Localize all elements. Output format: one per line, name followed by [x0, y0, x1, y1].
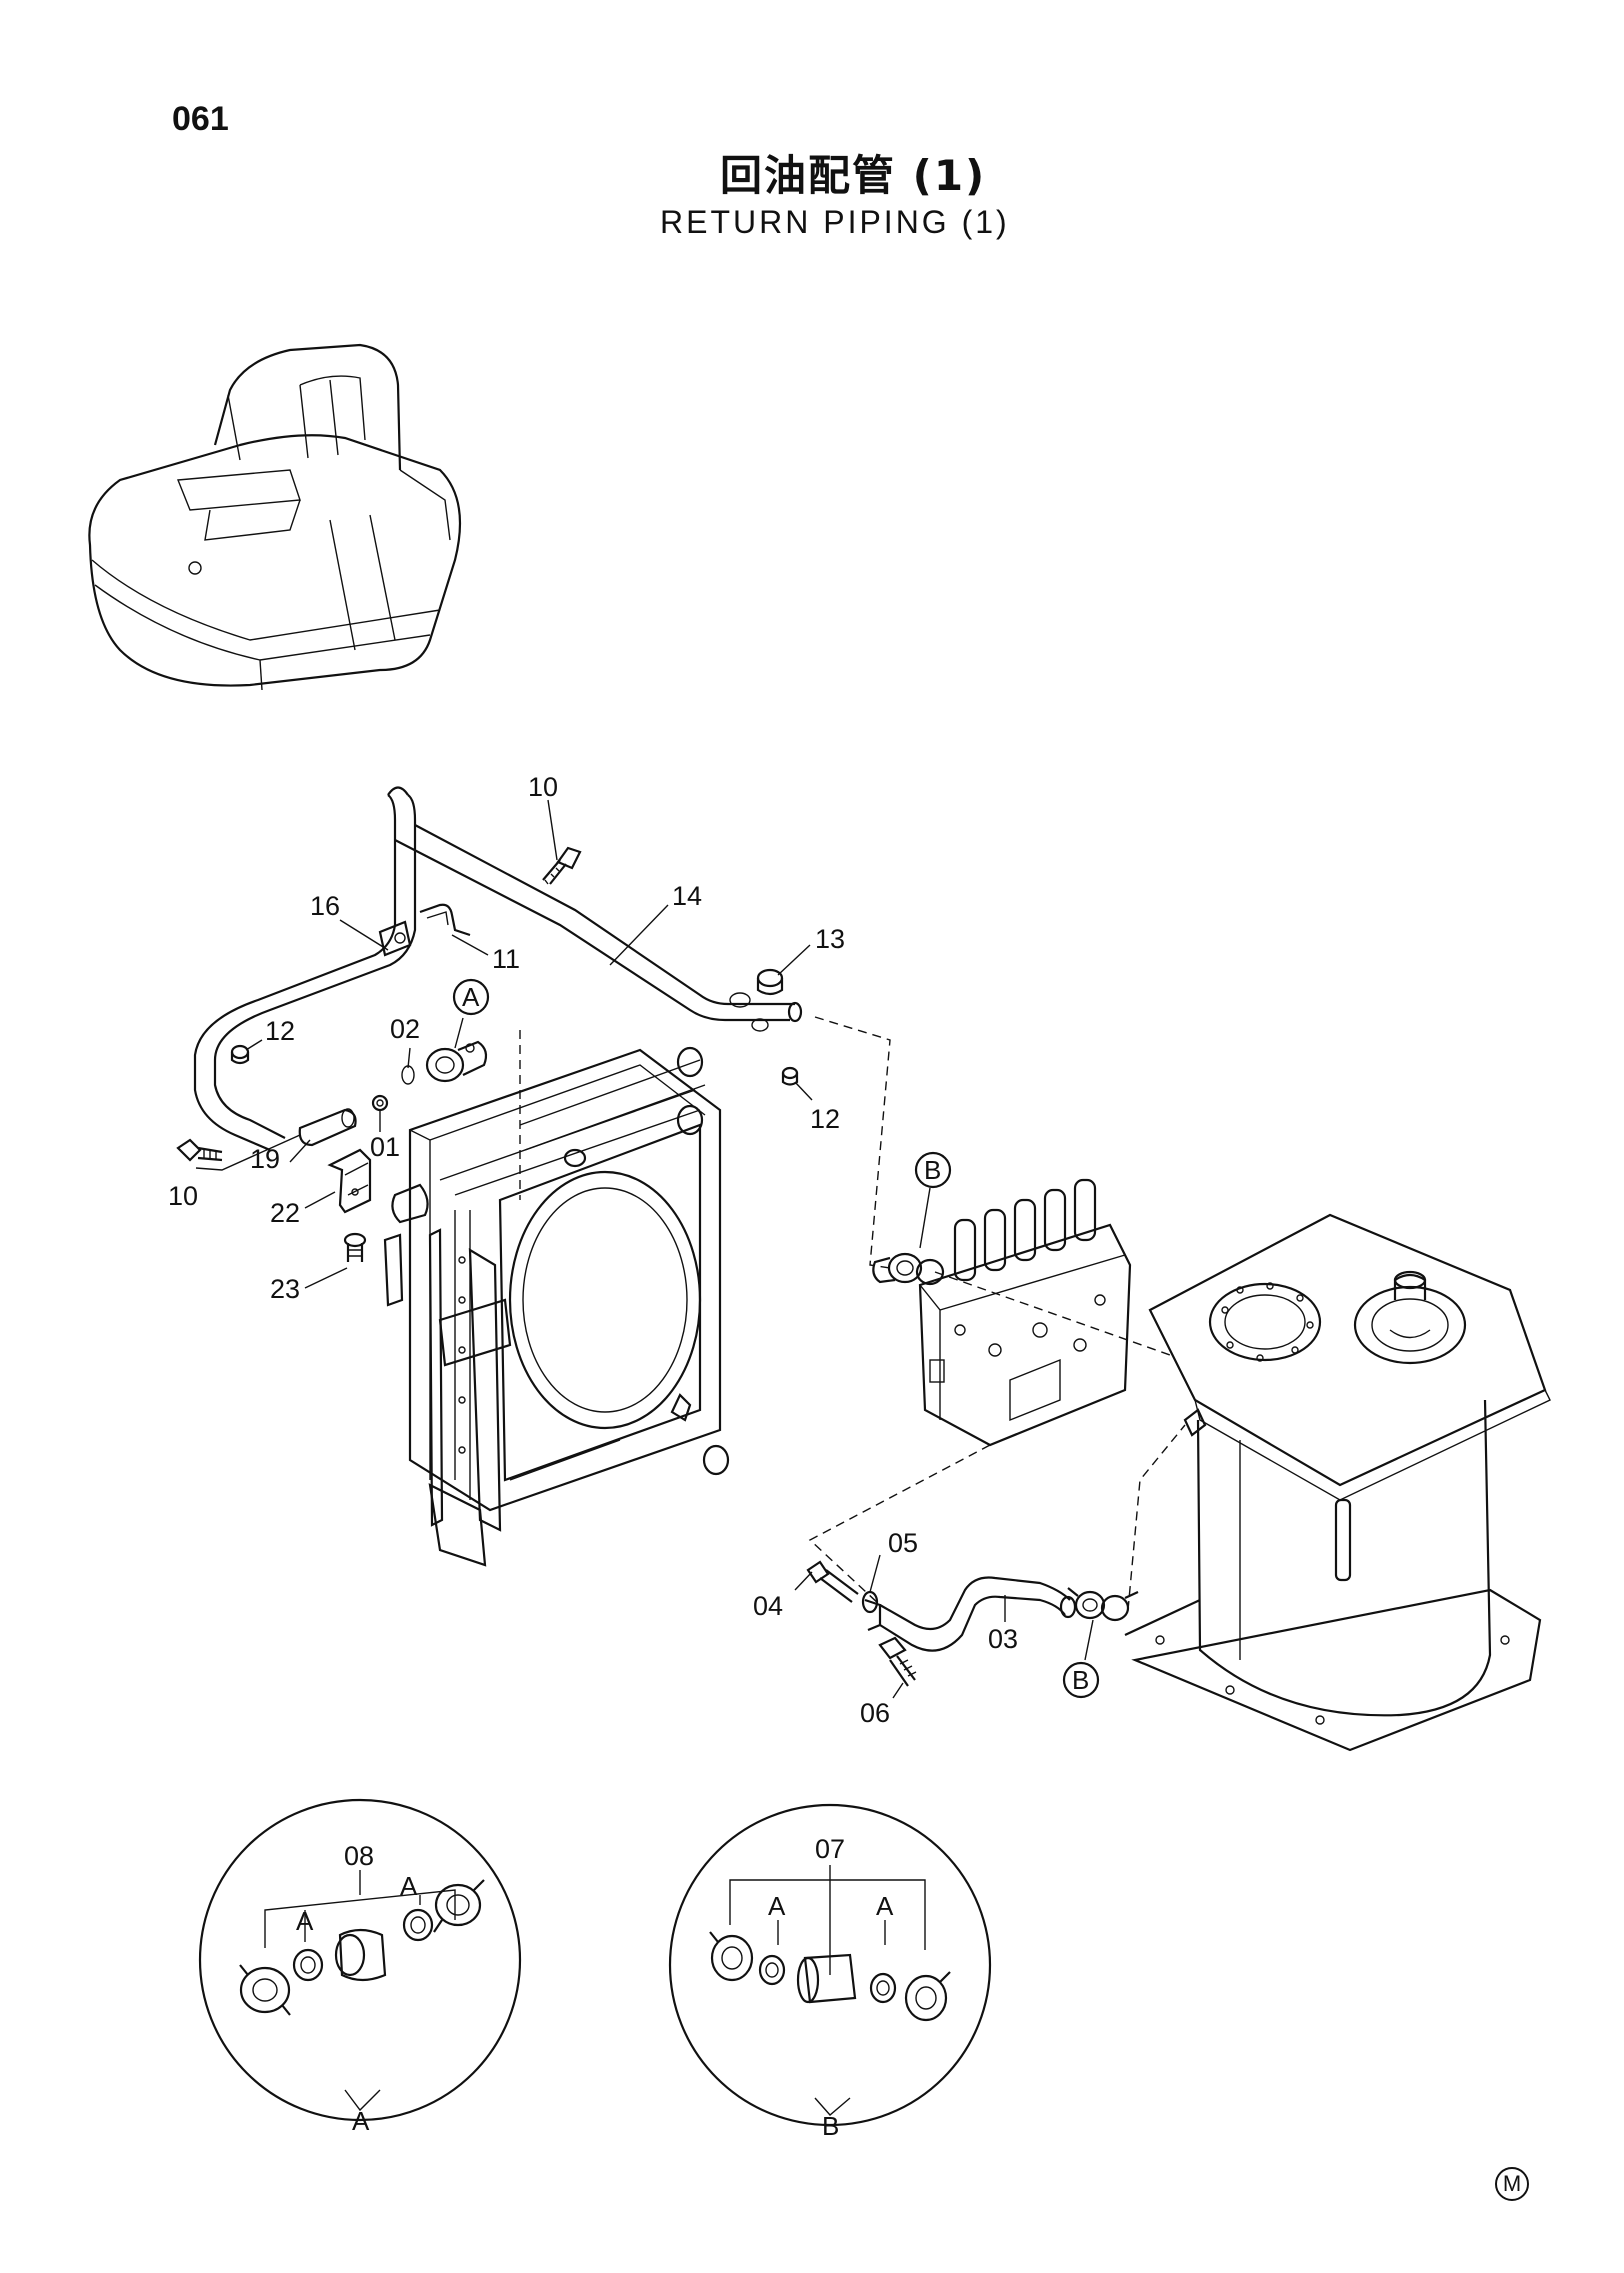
callout-04: 04: [753, 1591, 783, 1621]
detail-b-sub-label-1: A: [768, 1891, 786, 1921]
plug-13: [756, 968, 784, 996]
callout-12-right: 12: [810, 1104, 840, 1134]
leader-lines: [195, 799, 1094, 1699]
title-english: RETURN PIPING (1): [660, 204, 1010, 240]
callout-02: 02: [390, 1014, 420, 1044]
callout-14: 14: [672, 881, 702, 911]
bracket-22: [327, 1148, 372, 1214]
detail-a: 08 A A A: [198, 1798, 522, 2136]
callout-11: 11: [492, 944, 520, 974]
callout-05: 05: [888, 1528, 918, 1558]
callout-13: 13: [815, 924, 845, 954]
callout-10-top: 10: [528, 772, 558, 802]
excavator-overview-illustration: [88, 343, 462, 691]
detail-a-sub-label-2: A: [400, 1871, 418, 1901]
page-number: 061: [172, 100, 229, 138]
clamp-b-upper: [872, 1252, 945, 1286]
title-chinese: 回油配管 (1): [720, 151, 987, 200]
seal-01: [371, 1094, 389, 1112]
callout-01: 01: [370, 1132, 400, 1162]
callout-06: 06: [860, 1698, 890, 1728]
reference-circle-a: A: [452, 978, 490, 1016]
callout-16: 16: [310, 891, 340, 921]
reference-letter-a: A: [462, 982, 480, 1012]
detail-b-sub-label-2: A: [876, 1891, 894, 1921]
return-pipe-14: [193, 786, 803, 1152]
bolt-04: [806, 1560, 859, 1603]
detail-b: 07 A A B: [668, 1803, 992, 2141]
registered-mark: M: [1495, 2167, 1529, 2201]
reference-letter-b-lower: B: [1072, 1665, 1089, 1695]
callout-labels: 10 14 16 11 13 12 02 01 12 10 19 22 23 0…: [168, 772, 1018, 1728]
detail-b-label: B: [822, 2111, 839, 2141]
bolt-06: [878, 1636, 917, 1687]
callout-19: 19: [250, 1144, 280, 1174]
hydraulic-tank: [1124, 1213, 1551, 1752]
reference-circle-b-lower: B: [1062, 1661, 1100, 1699]
callout-12-left: 12: [265, 1016, 295, 1046]
plug-12-right: [781, 1066, 799, 1086]
return-pipe-03: [864, 1576, 1077, 1652]
reference-letter-b-upper: B: [924, 1155, 941, 1185]
callout-22: 22: [270, 1198, 300, 1228]
callout-08: 08: [344, 1841, 374, 1871]
connection-lines: [519, 1016, 1186, 1611]
bolt-23: [343, 1232, 367, 1262]
detail-a-sub-label-1: A: [296, 1906, 314, 1936]
callout-10-left: 10: [168, 1181, 198, 1211]
callout-07: 07: [815, 1834, 845, 1864]
clamp-16: [378, 920, 412, 957]
bolt-10-top: [542, 846, 582, 885]
callout-23: 23: [270, 1274, 300, 1304]
callout-03: 03: [988, 1624, 1018, 1654]
control-valve: [918, 1178, 1132, 1447]
bolt-10-left: [176, 1138, 223, 1162]
o-ring-02: [401, 1065, 415, 1085]
clamp-b-lower: [1067, 1587, 1139, 1622]
reference-circle-b-upper: B: [914, 1151, 952, 1189]
detail-a-label: A: [352, 2106, 370, 2136]
plug-12-left: [230, 1044, 250, 1065]
bracket-11: [419, 903, 471, 937]
oil-cooler-radiator: [383, 1046, 730, 1567]
adapter-19: [298, 1108, 357, 1147]
clamp-a-upper: [425, 1040, 488, 1083]
